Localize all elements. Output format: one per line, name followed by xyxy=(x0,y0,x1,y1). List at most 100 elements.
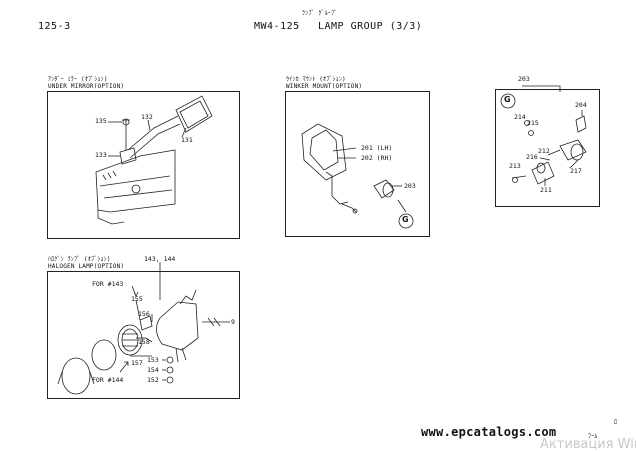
washer-215 xyxy=(528,130,534,136)
mirror-bolt-head xyxy=(122,118,130,126)
mirror-glass xyxy=(179,100,209,129)
for-143-label: FOR #143 xyxy=(92,280,124,288)
bolt-9 xyxy=(202,317,226,327)
mirror-bracket xyxy=(119,147,137,165)
nut-153 xyxy=(166,356,174,364)
part-215: 215 xyxy=(527,119,539,127)
part-9: 9 xyxy=(231,318,235,326)
part-211: 211 xyxy=(540,186,552,194)
corner-mark: ﾛ xyxy=(614,419,618,426)
part-217: 217 xyxy=(570,167,582,175)
lamp-lens-grid xyxy=(122,333,138,347)
mount-bracket xyxy=(325,171,349,205)
under-mirror-katakana: ｱﾝﾀﾞｰ ﾐﾗｰ (ｵﾌﾟｼｮﾝ) xyxy=(48,76,108,83)
cab-bumper xyxy=(97,210,125,225)
detail-g-frame xyxy=(495,89,600,207)
cab-panel xyxy=(99,175,173,199)
part-131: 131 xyxy=(181,136,193,144)
socket xyxy=(531,161,555,185)
part-213: 213 xyxy=(509,162,521,170)
leader-217 xyxy=(569,159,579,169)
part-154: 154 xyxy=(147,366,159,374)
activation-watermark: Активация Wir xyxy=(540,437,636,452)
under-mirror-label: UNDER MIRROR(OPTION) xyxy=(48,83,125,90)
winker-lamp xyxy=(373,179,395,199)
part-158: 158 xyxy=(138,338,150,346)
mirror-bolt xyxy=(122,119,130,150)
part-155: 155 xyxy=(131,295,143,303)
leader-155 xyxy=(135,299,141,321)
winker-mount-frame xyxy=(285,91,430,237)
page-ref: 125-3 xyxy=(38,21,71,32)
lens-face xyxy=(570,143,584,161)
lamp-housing-front xyxy=(156,317,163,345)
model-code: MW4-125 xyxy=(254,21,300,32)
gasket xyxy=(575,115,587,133)
winker-lens xyxy=(382,182,394,198)
callout-g-main: G xyxy=(402,215,409,224)
lamp-bracket xyxy=(179,289,197,305)
mirror-arm xyxy=(127,115,181,159)
part-153: 153 xyxy=(147,356,159,364)
part-203-detail: 203 xyxy=(518,75,530,83)
title-katakana: ﾗﾝﾌﾟ ｸﾞﾙｰﾌﾟ xyxy=(302,10,338,17)
halogen-lamp-label: HALOGEN LAMP(OPTION) xyxy=(48,263,125,270)
washer-214 xyxy=(524,120,530,126)
screw-head xyxy=(512,177,518,183)
part-157: 157 xyxy=(131,359,143,367)
lamp-housing xyxy=(159,301,199,351)
mount-cable xyxy=(341,203,357,213)
cab-lamp xyxy=(131,184,141,194)
leader-216 xyxy=(539,157,551,161)
leader-203-detail xyxy=(522,85,561,92)
arrow-to-g xyxy=(397,199,407,213)
lamp-wires xyxy=(175,347,187,363)
mount-plate xyxy=(301,123,347,181)
lens-unit xyxy=(559,139,587,161)
part-204: 204 xyxy=(575,101,587,109)
nut-152 xyxy=(166,376,174,384)
callout-g-detail: G xyxy=(504,95,511,104)
leader-132 xyxy=(147,119,151,131)
winker-mount-katakana: ｳｲﾝｶ ﾏｳﾝﾄ (ｵﾌﾟｼｮﾝ) xyxy=(286,76,346,83)
for-144-label: FOR #144 xyxy=(92,376,124,384)
part-152: 152 xyxy=(147,376,159,384)
page-mark: ﾌｰﾑ xyxy=(588,433,598,440)
part-212: 212 xyxy=(538,147,550,155)
part-203: 203 xyxy=(404,182,416,190)
bulb xyxy=(536,162,546,174)
page-title: LAMP GROUP (3/3) xyxy=(318,21,423,32)
cab-hatch xyxy=(102,170,117,181)
part-156: 156 xyxy=(138,310,150,318)
part-216: 216 xyxy=(526,153,538,161)
part-132: 132 xyxy=(141,113,153,121)
winker-mount-label: WINKER MOUNT(OPTION) xyxy=(286,83,363,90)
callout-g-circle-main xyxy=(398,213,414,229)
part-133: 133 xyxy=(95,151,107,159)
leader-201 xyxy=(332,147,357,152)
lamp-rim-clamp xyxy=(57,371,95,385)
part-202: 202 (RH) xyxy=(361,154,393,162)
leader-131 xyxy=(181,127,187,138)
nut-154 xyxy=(166,366,174,374)
part-201: 201 (LH) xyxy=(361,144,393,152)
mount-slot xyxy=(309,129,339,171)
lamp-lens xyxy=(117,324,143,356)
website-watermark: www.epcatalogs.com xyxy=(421,425,557,439)
part-135: 135 xyxy=(95,117,107,125)
leader-212 xyxy=(547,149,561,156)
lamp-ring xyxy=(91,339,117,371)
callout-g-circle-detail xyxy=(500,93,516,109)
lamp-rim-outer xyxy=(61,357,91,395)
arrow-for-144 xyxy=(119,361,129,373)
ref-143-144: 143, 144 xyxy=(144,255,176,263)
leader-158 xyxy=(145,337,153,343)
bulb-156 xyxy=(139,315,153,331)
part-214: 214 xyxy=(514,113,526,121)
under-mirror-frame xyxy=(47,91,240,239)
halogen-lamp-frame xyxy=(47,271,240,399)
halogen-lamp-katakana: ﾊﾛｹﾞﾝ ﾗﾝﾌﾟ (ｵﾌﾟｼｮﾝ) xyxy=(48,256,111,263)
mount-connector xyxy=(352,208,358,214)
mirror-body xyxy=(175,95,213,133)
